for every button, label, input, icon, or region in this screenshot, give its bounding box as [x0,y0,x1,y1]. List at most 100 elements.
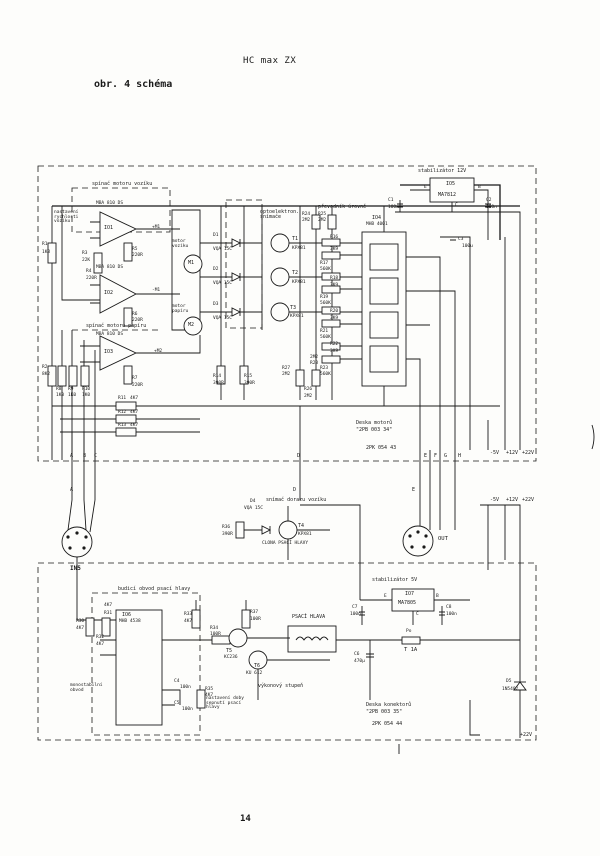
io7-part: MA7805 [398,600,417,606]
c1-label: C1 [388,198,394,203]
r24-label: R24 [302,212,311,217]
t2-ref: T2 [292,270,299,276]
connector-board-number: "2PB 003 35" [366,709,403,715]
r32-value: 4K7 [96,642,105,647]
r2-ref: R2 [42,365,48,370]
r19-label: R19 [320,295,329,300]
c6-label: C6 [354,652,360,657]
d5-ref: D5 [506,679,512,684]
connector-out-label: OUT [438,536,448,542]
resistor-r33 [191,609,201,629]
resistor-r31 [101,617,111,637]
c3-label: C3 [458,237,464,242]
io2-ref: IO2 [104,290,114,296]
r12-label: R12 [118,410,127,415]
t3-part: KPX81 [290,314,304,319]
r33-label: R33 [184,612,193,617]
resistor-r7 [123,365,133,385]
ic-io6 [77,609,206,726]
r18-value: 3K9 [330,283,339,288]
r11-value: 4K7 [130,396,139,401]
resistor-r36 [235,521,245,539]
label-head-driver: budicí obvod psací hlavy [118,586,191,592]
c5-value: 100n [182,707,193,712]
r22-value: 3K9 [330,349,339,354]
label-reg5: stabilizátor 5V [372,577,418,583]
r3-value: 22K [82,258,91,263]
net-plus-m2: +M2 [154,349,163,354]
top-pin-e: E [424,453,428,459]
motor-m2 [170,316,203,354]
bottom-pin-e: E [412,487,416,493]
r25-value: 2M2 [318,218,327,223]
r3-ref: R3 [82,251,88,256]
resistor-r14 [216,365,226,385]
t1-part: KPX81 [292,246,306,251]
opamp-io2 [90,274,170,327]
top-pin-g: G [444,453,448,459]
r23-label: R23 [320,366,329,371]
top-pin-minus5v: -5V [490,450,500,456]
r37-label: R37 [250,610,259,615]
r17-value: 560K [320,267,331,272]
d1-part: VQA 15C [213,247,232,252]
r7-value: 220R [132,383,143,388]
motor-board-number: "2PB 003 34" [356,427,393,433]
resistor-r1 [47,242,57,264]
r31-label: R31 [104,611,113,616]
top-pin-h: H [458,453,462,459]
label-aperture-head: CLONA PSACÍ HLAVY [262,541,309,546]
c5-label: C5 [174,701,180,706]
regulator-io5 [397,177,491,241]
resistor-r37 [241,609,251,629]
diode-d5 [469,681,527,736]
bottom-pin-plus22v: +22V [522,497,535,503]
print-head-label: PSACÍ HLAVA [292,614,326,620]
d2-ref: D2 [213,267,219,272]
fuse-label: T 1A [404,647,418,653]
r22-label: R22 [330,342,339,347]
r15-ref: R15 [244,374,253,379]
opamp-io1 [90,211,170,262]
r21-label: R21 [320,329,329,334]
r8-value: 1K0 [56,393,65,398]
r16-label: R16 [330,235,339,240]
r7-ref: R7 [132,376,138,381]
m2-ref: M2 [188,322,195,328]
d3-ref: D3 [213,302,219,307]
r12-value: 4K7 [130,410,139,415]
reg5-pin-b: B [436,594,439,599]
converter-resistors [295,206,362,400]
reg5-pin-c: C [416,612,419,617]
net-plus-m1: +M1 [152,225,161,230]
end-sensor-t4 [235,506,330,560]
r34-value: 100R [210,632,221,637]
r1-ref: R1 [42,242,48,247]
t1-ref: T1 [292,236,299,242]
r10-ref: R10 [82,387,91,392]
top-pin-b: B [83,453,87,459]
net-minus-m1: -M1 [152,288,161,293]
r24-value: 2M2 [302,218,311,223]
label-optocouplers: optoelektron. snímače [260,209,300,220]
connector-board-title: Deska konektorů [366,702,412,708]
r10-value: 1K0 [82,393,91,398]
t6-ref: T6 [254,663,261,669]
t4-part: KPX81 [298,532,312,537]
r35-label: R35 [205,687,214,692]
io6-ref: IO6 [122,612,132,618]
label-end-sensor: snímač dorazu vozíku [266,497,327,503]
io3-ref: IO3 [104,349,114,355]
resistor-r12 [115,414,137,424]
head-driver-group [91,592,201,736]
connector-in5 [61,499,96,620]
c3-value: 100u [462,244,473,249]
connector-board-code: 2PK 054 44 [372,721,403,727]
r28-label: R28 [310,361,319,366]
d2-part: VQA 15C [213,281,232,286]
diode-block [200,206,262,400]
rail-22v-bottom: +22V [520,732,533,738]
reg12-pin-e: E [424,185,427,190]
label-output-stage: výkonový stupeň [258,683,304,689]
